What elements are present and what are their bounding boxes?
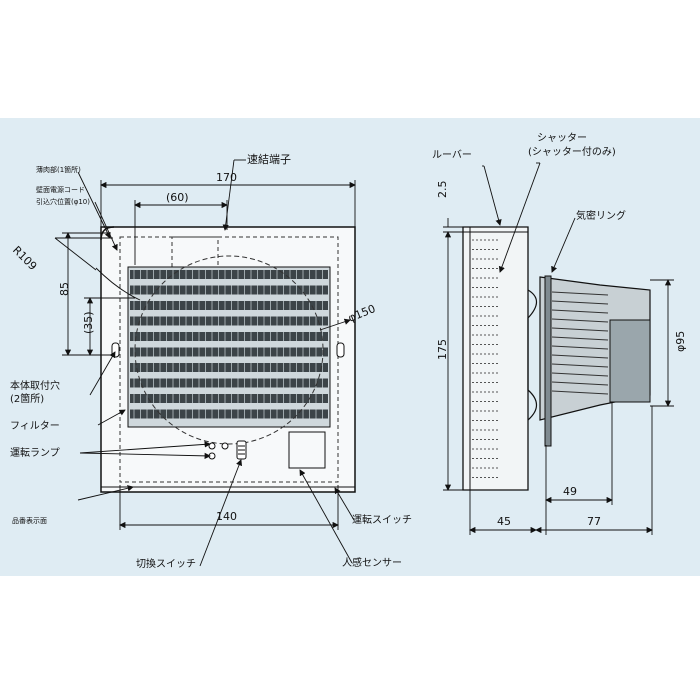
diagram-stage: 速結端子 薄肉部(1箇所) 壁面電源コード 引込穴位置(φ10) 本体取付穴 (… bbox=[0, 118, 700, 576]
front-callouts bbox=[77, 159, 355, 567]
label-filter: フィルター bbox=[10, 420, 60, 432]
side-fin bbox=[551, 318, 609, 323]
grille-bar bbox=[130, 378, 328, 388]
side-fin bbox=[551, 372, 609, 377]
label-louver: ルーバー bbox=[432, 149, 472, 161]
grille-bar bbox=[130, 301, 328, 310]
side-fin bbox=[551, 300, 609, 305]
side-fin bbox=[551, 345, 609, 350]
dim-width: 170 bbox=[216, 171, 237, 184]
side-louver-panel bbox=[462, 226, 529, 491]
label-human-sensor: 人感センサー bbox=[342, 556, 402, 569]
label-mount-holes-2: (2箇所) bbox=[10, 392, 44, 405]
dim-side-diameter: φ95 bbox=[674, 331, 687, 352]
label-cord-hole-1: 壁面電源コード bbox=[36, 185, 85, 194]
dim-radius: R109 bbox=[10, 244, 39, 273]
label-shutter-2: (シャッター付のみ) bbox=[528, 145, 616, 158]
side-fin bbox=[551, 309, 609, 314]
lamp-3 bbox=[221, 442, 229, 450]
side-fin bbox=[551, 291, 609, 296]
dim-side-height: 175 bbox=[436, 339, 449, 360]
dim-depth-rear: 77 bbox=[587, 515, 601, 528]
dim-depth-front: 45 bbox=[497, 515, 511, 528]
dim-bottom-width: 140 bbox=[216, 510, 237, 523]
side-fin bbox=[551, 381, 609, 386]
side-fin bbox=[551, 336, 609, 341]
label-shutter-1: シャッター bbox=[537, 132, 587, 144]
dim-depth-inner: 49 bbox=[563, 485, 577, 498]
grille-bar bbox=[130, 363, 328, 372]
label-run-lamp: 運転ランプ bbox=[10, 447, 60, 459]
human-sensor-window bbox=[288, 431, 326, 469]
label-run-switch: 運転スイッチ bbox=[352, 514, 412, 526]
side-callouts bbox=[482, 162, 576, 273]
grille-bars bbox=[130, 270, 328, 419]
side-shutter bbox=[527, 289, 538, 421]
front-view: 速結端子 薄肉部(1箇所) 壁面電源コード 引込穴位置(φ10) 本体取付穴 (… bbox=[10, 152, 412, 570]
grille-bar bbox=[130, 316, 328, 326]
side-dimensions bbox=[443, 218, 674, 535]
mount-hole-right bbox=[336, 342, 345, 358]
front-dimensions bbox=[54, 180, 356, 530]
front-inner-panel bbox=[119, 236, 339, 483]
grille-bar bbox=[130, 332, 328, 341]
label-thin-part: 薄肉部(1箇所) bbox=[36, 165, 81, 174]
label-mount-holes-1: 本体取付穴 bbox=[10, 379, 60, 392]
side-view: ルーバー シャッター (シャッター付のみ) 気密リング 2.5 175 φ95 … bbox=[432, 132, 687, 535]
grille-bar bbox=[130, 347, 328, 357]
grille-bar bbox=[130, 285, 328, 295]
diagram-svg: 速結端子 薄肉部(1箇所) 壁面電源コード 引込穴位置(φ10) 本体取付穴 (… bbox=[10, 132, 687, 570]
label-change-switch: 切換スイッチ bbox=[136, 558, 196, 570]
grille-bar bbox=[130, 270, 328, 279]
side-airtight-ring bbox=[544, 275, 552, 447]
dim-top-gap: 2.5 bbox=[436, 181, 449, 199]
grille-bar bbox=[130, 409, 328, 419]
side-fin bbox=[551, 327, 609, 332]
dim-height-upper: 85 bbox=[58, 282, 71, 296]
dim-height-lower: (35) bbox=[82, 311, 95, 334]
side-louver-slats bbox=[472, 239, 500, 478]
side-fan-fins bbox=[551, 291, 609, 395]
side-fin bbox=[551, 354, 609, 359]
label-cord-hole-2: 引込穴位置(φ10) bbox=[36, 197, 90, 206]
side-fin bbox=[551, 363, 609, 368]
side-fin bbox=[551, 390, 609, 395]
duct-circle bbox=[134, 255, 324, 445]
side-motor-block bbox=[609, 319, 651, 403]
label-airtight-ring: 気密リング bbox=[576, 209, 626, 222]
label-part-number-face: 品番表示面 bbox=[12, 516, 47, 525]
dim-inner-width: (60) bbox=[166, 191, 189, 204]
label-terminal: 速結端子 bbox=[247, 152, 291, 166]
grille-bar bbox=[130, 394, 328, 403]
